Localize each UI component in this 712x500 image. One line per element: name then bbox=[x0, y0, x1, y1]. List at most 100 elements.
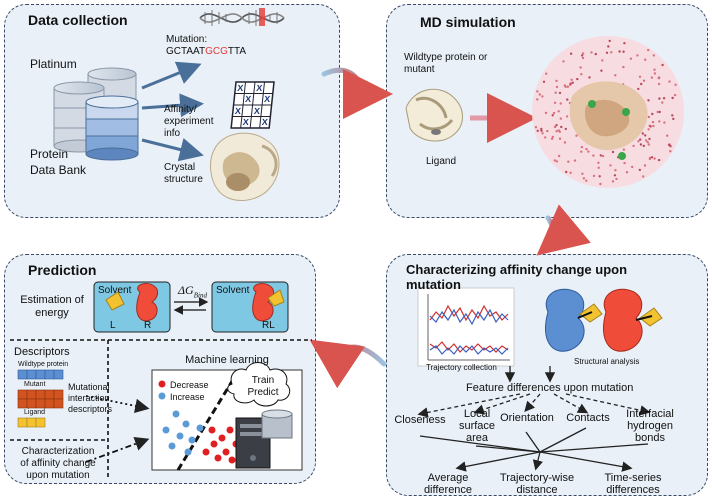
crystal-label: Crystal structure bbox=[164, 162, 203, 185]
water-molecule bbox=[587, 150, 590, 153]
water-molecule bbox=[598, 175, 601, 178]
water-molecule bbox=[558, 91, 562, 95]
water-molecule bbox=[631, 165, 634, 169]
svg-text:X: X bbox=[256, 83, 263, 93]
water-molecule bbox=[643, 164, 647, 167]
water-molecule bbox=[575, 134, 578, 137]
water-molecule bbox=[613, 174, 617, 177]
water-molecule bbox=[534, 126, 538, 129]
water-molecule bbox=[653, 72, 657, 75]
water-molecule bbox=[614, 74, 617, 77]
water-molecule bbox=[632, 144, 635, 148]
water-molecule bbox=[644, 58, 647, 61]
r-label: R bbox=[144, 320, 152, 331]
trajectory-collection-label: Trajectory collection bbox=[426, 363, 497, 372]
water-molecule bbox=[622, 65, 625, 69]
solvent-label-right: Solvent bbox=[216, 285, 250, 296]
water-molecule bbox=[545, 72, 548, 75]
water-molecule bbox=[644, 134, 647, 137]
water-molecule bbox=[651, 120, 655, 124]
water-molecule bbox=[657, 158, 661, 162]
water-molecule bbox=[623, 42, 626, 45]
ligand-label: Ligand bbox=[426, 156, 457, 167]
water-molecule bbox=[552, 111, 556, 115]
water-molecule bbox=[647, 48, 650, 52]
water-molecule bbox=[554, 91, 557, 94]
water-molecule bbox=[618, 50, 621, 53]
water-molecule bbox=[641, 132, 644, 135]
svg-text:X: X bbox=[234, 106, 241, 116]
structural-analysis-icon bbox=[544, 288, 663, 352]
mutant-label: Mutant bbox=[24, 381, 46, 388]
water-molecule bbox=[541, 132, 544, 135]
predict-label: Predict bbox=[247, 387, 279, 398]
water-molecule bbox=[638, 168, 641, 172]
water-molecule bbox=[594, 52, 597, 56]
water-molecule bbox=[544, 136, 547, 139]
feature-interfacial-hydrogen-bonds: Interfacial hydrogen bonds bbox=[626, 408, 674, 444]
water-molecule bbox=[536, 129, 539, 132]
water-molecule bbox=[652, 54, 655, 57]
water-molecule bbox=[629, 57, 633, 60]
feature-closeness: Closeness bbox=[394, 414, 446, 426]
trajectory-plot-icon bbox=[417, 287, 515, 367]
water-molecule bbox=[553, 125, 557, 129]
water-molecule bbox=[569, 52, 573, 55]
water-molecule bbox=[622, 148, 626, 151]
pdb-database-blue-icon bbox=[85, 95, 139, 161]
water-molecule bbox=[581, 52, 585, 55]
water-molecule bbox=[546, 129, 549, 133]
water-molecule bbox=[601, 154, 605, 158]
water-molecule bbox=[644, 139, 648, 142]
water-molecule bbox=[661, 63, 664, 67]
water-molecule bbox=[580, 150, 583, 153]
water-molecule bbox=[571, 81, 574, 84]
water-molecule bbox=[666, 134, 669, 137]
water-molecule bbox=[614, 169, 617, 172]
water-molecule bbox=[650, 156, 654, 159]
svg-text:X: X bbox=[264, 94, 271, 104]
prediction-title: Prediction bbox=[28, 262, 97, 278]
mutation-label: Mutation: bbox=[166, 34, 208, 45]
water-molecule bbox=[555, 85, 559, 89]
water-molecule bbox=[661, 101, 664, 104]
output-time-series-differences: Time-series differences bbox=[604, 472, 662, 496]
estimation-label: Estimation of energy bbox=[20, 294, 84, 319]
water-molecule bbox=[557, 154, 561, 158]
water-molecule bbox=[647, 128, 650, 131]
water-molecule bbox=[582, 177, 586, 180]
ligand-descriptor-label: Ligand bbox=[24, 409, 46, 416]
solvated-protein-icon bbox=[532, 36, 684, 188]
wildtype-protein-label: Wildtype protein bbox=[18, 361, 69, 368]
water-molecule bbox=[555, 124, 558, 127]
water-molecule bbox=[636, 54, 639, 57]
water-molecule bbox=[607, 45, 610, 48]
water-molecule bbox=[580, 145, 584, 149]
solvent-box-bound bbox=[211, 281, 289, 333]
affinity-label: Affinity/ experiment info bbox=[164, 104, 214, 139]
water-molecule bbox=[601, 59, 604, 62]
structural-analysis-label: Structural analysis bbox=[574, 357, 640, 366]
water-molecule bbox=[559, 117, 562, 120]
output-trajectory-wise-distance: Trajectory-wise distance bbox=[499, 472, 575, 496]
water-molecule bbox=[646, 140, 649, 144]
svg-text:X: X bbox=[253, 106, 260, 116]
water-molecule bbox=[557, 110, 560, 113]
water-molecule bbox=[555, 160, 559, 163]
water-molecule bbox=[608, 39, 611, 43]
seq-post: TTA bbox=[227, 46, 247, 57]
water-molecule bbox=[536, 90, 539, 93]
water-molecule bbox=[599, 154, 602, 157]
water-molecule bbox=[637, 140, 640, 143]
water-molecule bbox=[550, 137, 554, 140]
water-molecule bbox=[540, 127, 543, 131]
water-molecule bbox=[597, 161, 600, 164]
water-molecule bbox=[542, 80, 546, 84]
water-molecule bbox=[564, 127, 567, 131]
water-molecule bbox=[585, 147, 588, 151]
ml-plot-box bbox=[151, 362, 303, 471]
water-molecule bbox=[658, 110, 661, 114]
output-average-difference: Average difference bbox=[423, 472, 473, 496]
water-molecule bbox=[544, 111, 548, 115]
l-label: L bbox=[110, 320, 116, 331]
